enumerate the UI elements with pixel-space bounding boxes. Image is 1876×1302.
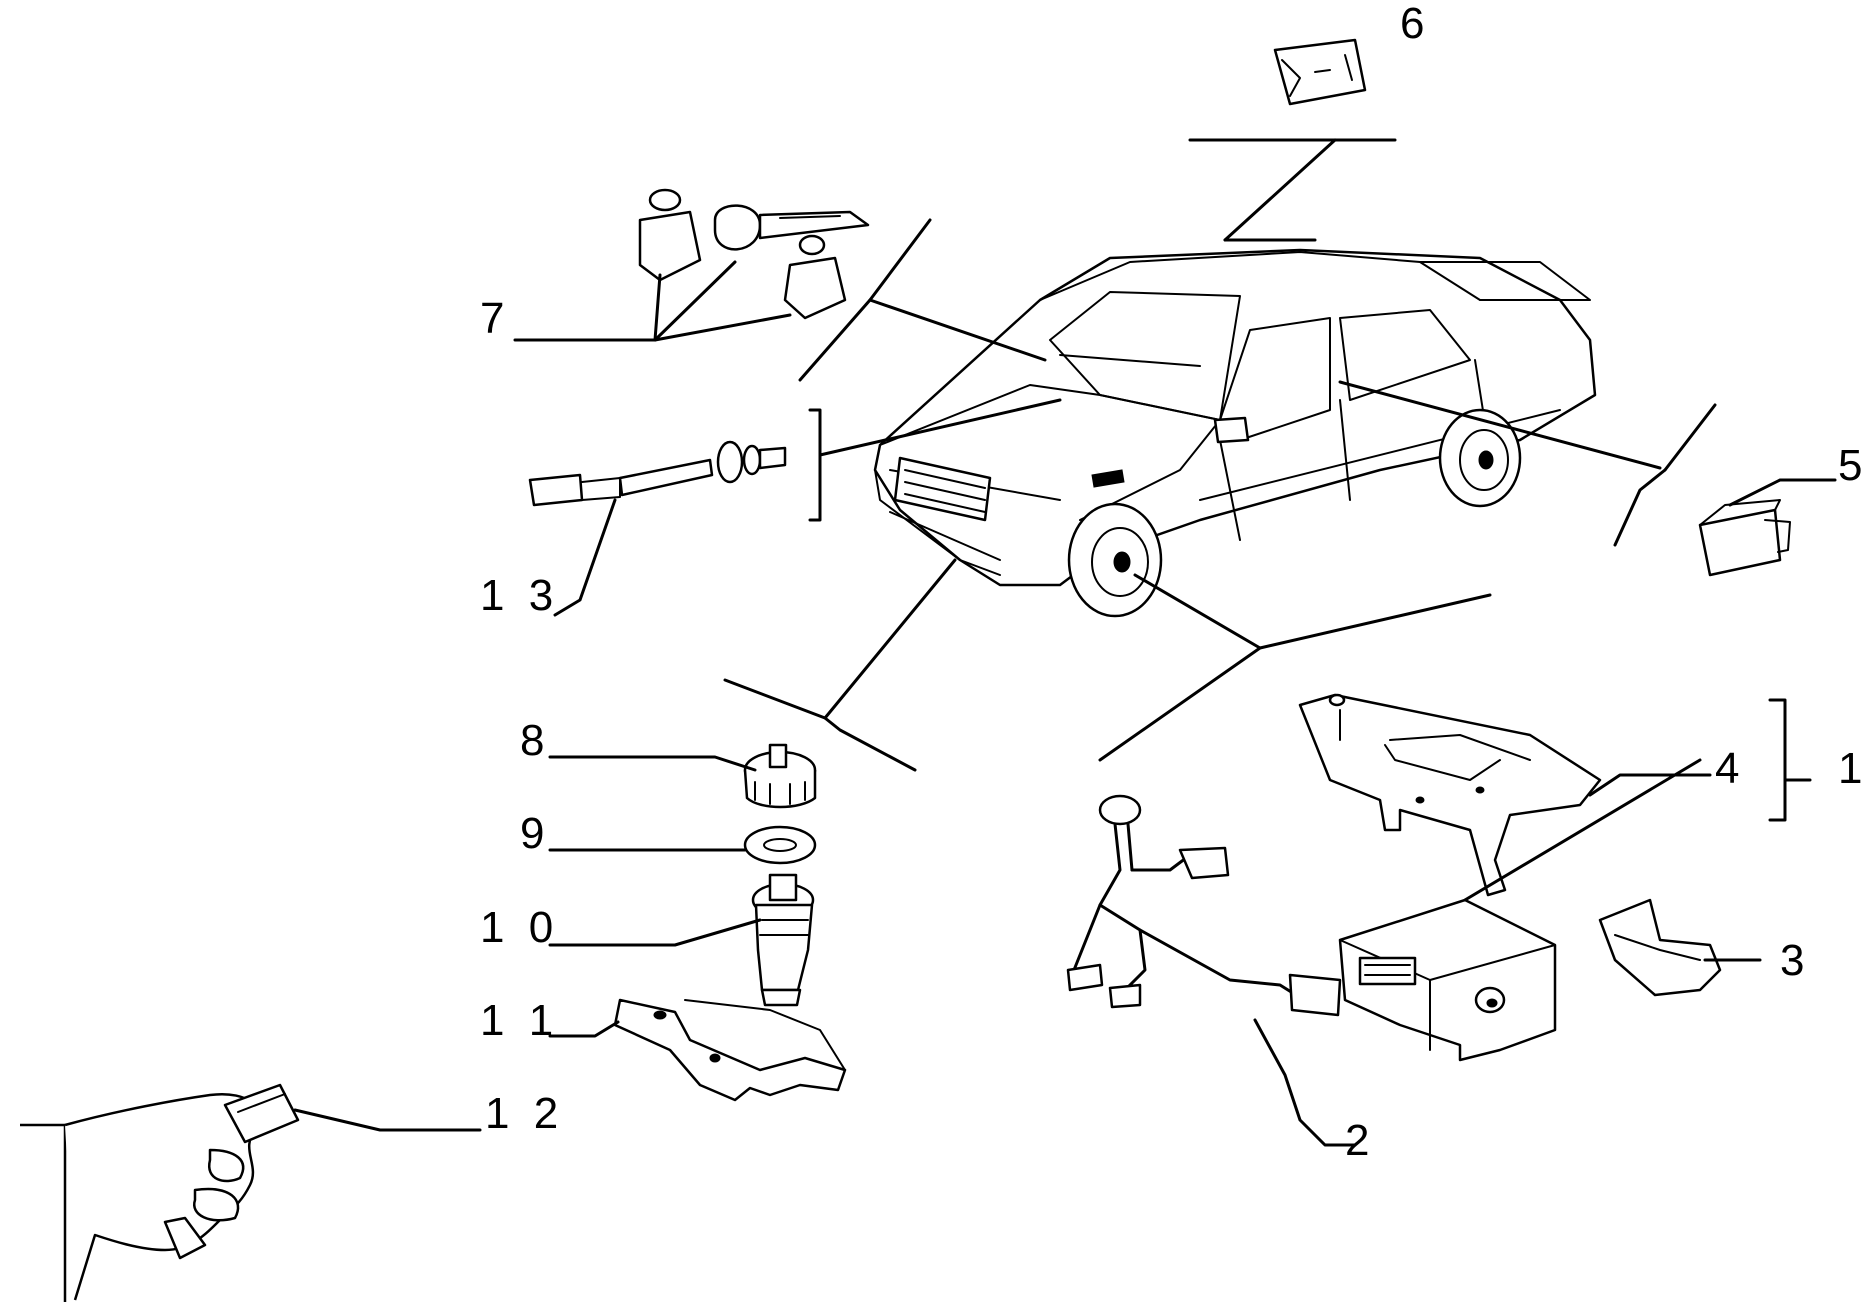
callout-labels: 1 2 3 4 5 6 7 8 9 1 0 1 1 1 2 1 3 — [480, 0, 1868, 1165]
part-2-wiring-harness — [1066, 794, 1357, 1147]
part-12-remote-in-hand — [20, 1083, 482, 1302]
callout-1: 1 — [1838, 744, 1868, 793]
callout-9: 9 — [520, 809, 550, 858]
callout-13: 1 3 — [480, 571, 559, 620]
part-1-control-unit — [1338, 698, 1812, 1062]
part-11-bracket — [548, 998, 847, 1102]
part-10-switch — [548, 873, 815, 1007]
callout-11: 1 1 — [480, 996, 559, 1045]
part-8-cap — [548, 743, 817, 809]
callout-8: 8 — [520, 716, 550, 765]
callout-6: 6 — [1400, 0, 1430, 48]
callout-7: 7 — [480, 294, 510, 343]
part-5-siren — [1698, 478, 1837, 577]
car-illustration — [873, 248, 1597, 618]
callout-12: 1 2 — [485, 1089, 564, 1138]
callout-4: 4 — [1715, 744, 1745, 793]
leader-lines — [723, 138, 1717, 772]
part-3-bracket-cover — [1598, 898, 1762, 997]
callout-2: 2 — [1345, 1116, 1375, 1165]
part-7-lock-cylinders — [513, 188, 870, 342]
callout-5: 5 — [1838, 441, 1868, 490]
part-4-mounting-plate — [1298, 693, 1712, 897]
part-13-switch-cable — [528, 440, 787, 617]
part-9-gasket — [548, 825, 817, 865]
callout-3: 3 — [1780, 936, 1810, 985]
part-6-cover-illustration — [1273, 38, 1367, 106]
callout-10: 1 0 — [480, 903, 559, 952]
